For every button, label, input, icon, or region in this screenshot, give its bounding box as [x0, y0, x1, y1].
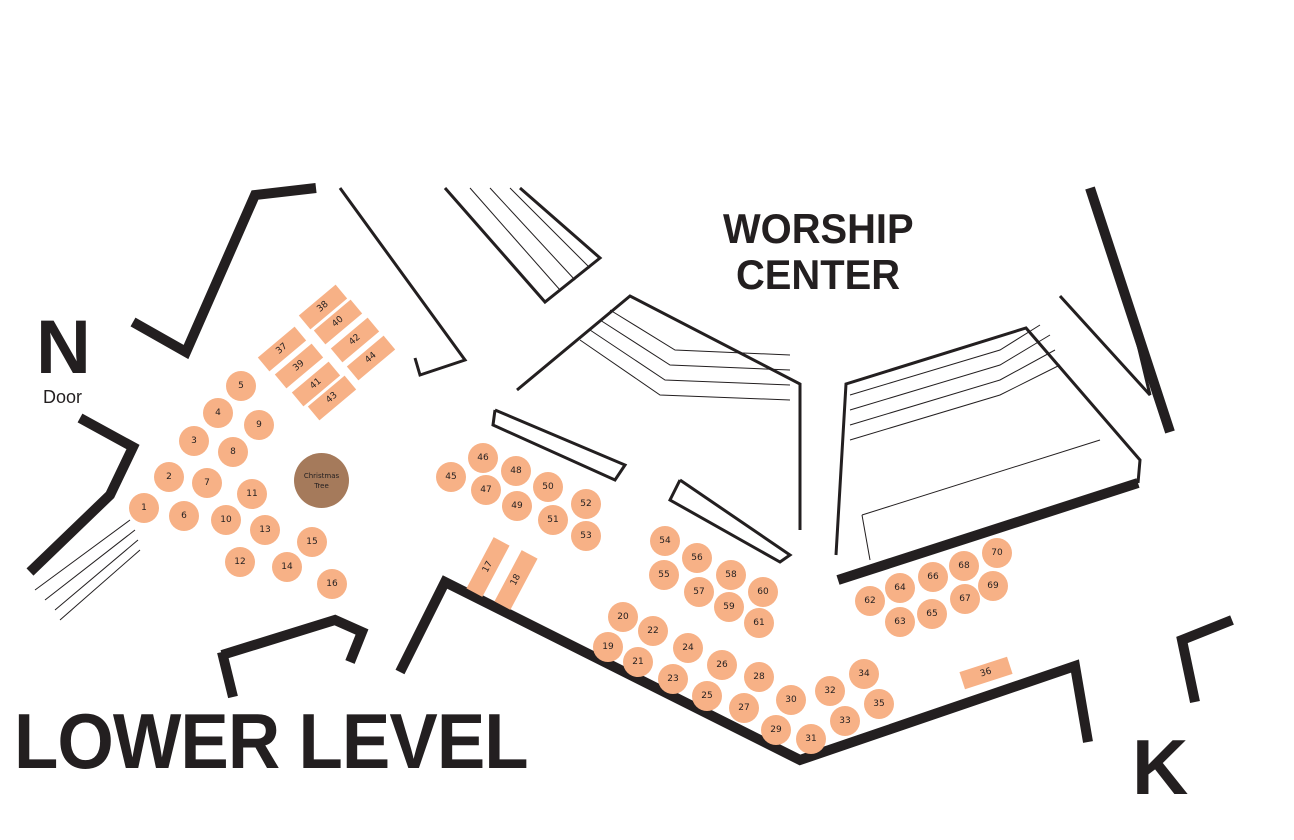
table-16[interactable]: 16: [317, 569, 347, 599]
table-19[interactable]: 19: [593, 632, 623, 662]
stair: [668, 478, 793, 564]
wall: [220, 614, 369, 664]
table-53[interactable]: 53: [571, 521, 601, 551]
table-58[interactable]: 58: [716, 560, 746, 590]
north-door-letter: N: [36, 305, 91, 390]
worship-line1: WORSHIP: [723, 205, 914, 252]
table-5[interactable]: 5: [226, 371, 256, 401]
table-69[interactable]: 69: [978, 571, 1008, 601]
table-8[interactable]: 8: [218, 437, 248, 467]
table-28[interactable]: 28: [744, 662, 774, 692]
k-entrance-letter: K: [1132, 723, 1189, 811]
table-52[interactable]: 52: [571, 489, 601, 519]
stair: [1058, 269, 1152, 397]
table-6[interactable]: 6: [169, 501, 199, 531]
table-22[interactable]: 22: [638, 616, 668, 646]
worship-center-label: WORSHIP CENTER: [723, 205, 914, 298]
table-1[interactable]: 1: [129, 493, 159, 523]
table-9[interactable]: 9: [244, 410, 274, 440]
stair: [491, 408, 628, 482]
table-30[interactable]: 30: [776, 685, 806, 715]
table-51[interactable]: 51: [538, 505, 568, 535]
tree-label-line1: Christmas: [303, 471, 340, 480]
wall: [395, 575, 1093, 766]
table-62[interactable]: 62: [855, 586, 885, 616]
table-68[interactable]: 68: [949, 551, 979, 581]
north-door-label: Door: [43, 387, 83, 407]
table-4[interactable]: 4: [203, 398, 233, 428]
table-65[interactable]: 65: [917, 599, 947, 629]
table-7[interactable]: 7: [192, 468, 222, 498]
stage-outline: [516, 294, 802, 530]
table-66[interactable]: 66: [918, 562, 948, 592]
table-46[interactable]: 46: [468, 443, 498, 473]
table-67[interactable]: 67: [950, 584, 980, 614]
table-63[interactable]: 63: [885, 607, 915, 637]
wall: [26, 413, 140, 576]
stage-outline: [834, 326, 1142, 556]
table-61[interactable]: 61: [744, 608, 774, 638]
table-20[interactable]: 20: [608, 602, 638, 632]
wall: [130, 183, 317, 360]
table-11[interactable]: 11: [237, 479, 267, 509]
corridor: [338, 187, 468, 377]
table-60[interactable]: 60: [748, 577, 778, 607]
table-25[interactable]: 25: [692, 681, 722, 711]
table-64[interactable]: 64: [885, 573, 915, 603]
table-49[interactable]: 49: [502, 491, 532, 521]
table-34[interactable]: 34: [849, 659, 879, 689]
wall: [836, 478, 1140, 585]
table-29[interactable]: 29: [761, 715, 791, 745]
table-57[interactable]: 57: [684, 577, 714, 607]
table-26[interactable]: 26: [707, 650, 737, 680]
table-59[interactable]: 59: [714, 592, 744, 622]
table-12[interactable]: 12: [225, 547, 255, 577]
table-23[interactable]: 23: [658, 664, 688, 694]
table-24[interactable]: 24: [673, 633, 703, 663]
worship-line2: CENTER: [735, 251, 901, 298]
table-47[interactable]: 47: [471, 475, 501, 505]
table-56[interactable]: 56: [682, 543, 712, 573]
table-33[interactable]: 33: [830, 706, 860, 736]
table-70[interactable]: 70: [982, 538, 1012, 568]
table-35[interactable]: 35: [864, 689, 894, 719]
table-15[interactable]: 15: [297, 527, 327, 557]
table-50[interactable]: 50: [533, 472, 563, 502]
table-3[interactable]: 3: [179, 426, 209, 456]
table-55[interactable]: 55: [649, 560, 679, 590]
tree-label-line2: Tree: [314, 481, 329, 490]
table-54[interactable]: 54: [650, 526, 680, 556]
table-48[interactable]: 48: [501, 456, 531, 486]
wall: [1176, 615, 1234, 704]
table-2[interactable]: 2: [154, 462, 184, 492]
table-32[interactable]: 32: [815, 676, 845, 706]
lower-level-title: LOWER LEVEL: [14, 697, 529, 785]
table-21[interactable]: 21: [623, 647, 653, 677]
table-14[interactable]: 14: [272, 552, 302, 582]
table-45[interactable]: 45: [436, 462, 466, 492]
stair: [443, 186, 603, 305]
table-13[interactable]: 13: [250, 515, 280, 545]
table-31[interactable]: 31: [796, 724, 826, 754]
table-10[interactable]: 10: [211, 505, 241, 535]
table-27[interactable]: 27: [729, 693, 759, 723]
